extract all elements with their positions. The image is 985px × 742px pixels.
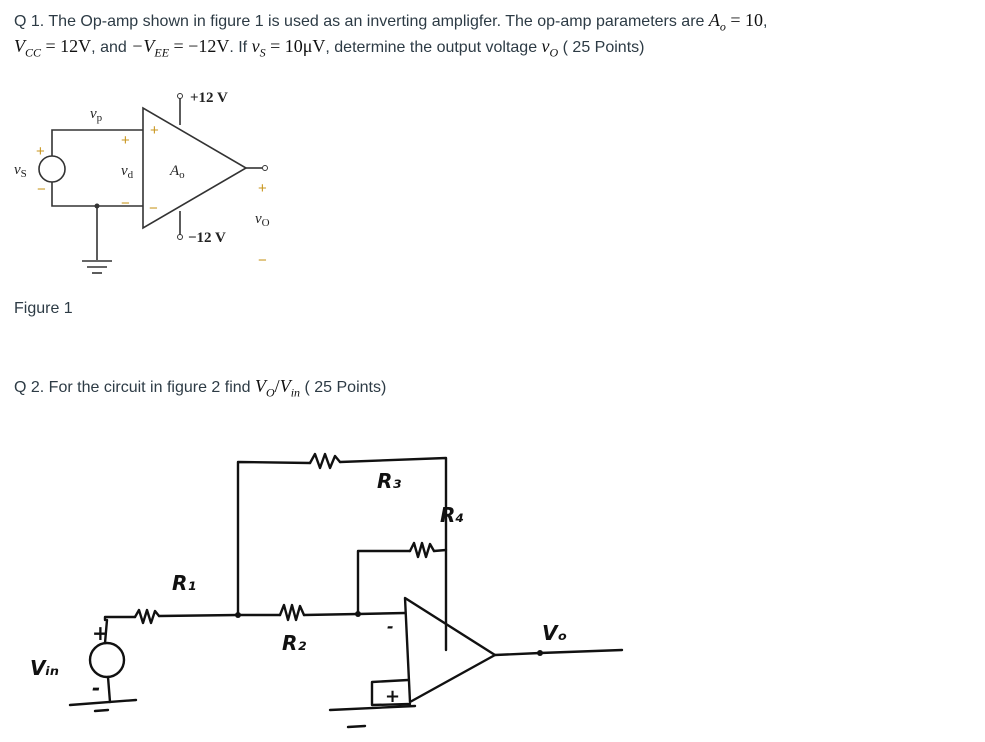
svg-text:+: + — [150, 122, 159, 139]
question-2: Q 2. For the circuit in figure 2 find VO… — [14, 376, 386, 401]
vo-symbol: vO — [541, 36, 559, 60]
question-1-line-1: Q 1. The Op-amp shown in figure 1 is use… — [14, 10, 767, 35]
svg-text:-: - — [92, 676, 100, 700]
and-text: , and — [91, 39, 132, 56]
svg-text:Vᵢₙ: Vᵢₙ — [30, 656, 59, 680]
svg-text:-: - — [387, 617, 394, 636]
figure-1-circuit: +12 V −12 V vp vd vS vO Ao + − + − + − +… — [14, 90, 270, 274]
vee-param: −VEE = −12V — [131, 36, 230, 60]
op-amp-icon — [142, 106, 248, 230]
svg-text:+12 V: +12 V — [190, 90, 228, 106]
svg-text:−: − — [121, 195, 130, 212]
svg-text:R₃: R₃ — [377, 469, 401, 493]
svg-text:Vₒ: Vₒ — [542, 621, 567, 645]
determine-text: , determine the output voltage — [325, 39, 542, 56]
vs-param: vS = 10μV — [251, 36, 326, 60]
q1-text: Q 1. The Op-amp shown in figure 1 is use… — [14, 13, 709, 30]
svg-text:vd: vd — [121, 163, 134, 181]
q2-points: ( 25 Points) — [300, 379, 387, 396]
figure-2-circuit: R₃ R₄ R₁ R₂ Vₒ Vᵢₙ + - - + — [30, 452, 624, 729]
q1-comma: , — [763, 13, 768, 30]
svg-text:−: − — [149, 200, 158, 217]
transfer-ratio: VO/Vin — [255, 376, 301, 400]
svg-text:−12 V: −12 V — [188, 230, 226, 246]
svg-text:vp: vp — [90, 106, 103, 124]
svg-text:R₂: R₂ — [282, 631, 306, 655]
vcc-param: VCC = 12V — [14, 36, 92, 60]
resistor-r2-icon — [278, 603, 306, 622]
resistor-r3-icon — [308, 452, 342, 470]
svg-text:vS: vS — [14, 162, 27, 180]
svg-text:R₁: R₁ — [172, 571, 196, 595]
q1-points: ( 25 Points) — [558, 39, 645, 56]
svg-text:+: + — [258, 180, 267, 197]
if-text: . If — [229, 39, 252, 56]
svg-text:+: + — [385, 686, 400, 707]
figure-1-caption: Figure 1 — [14, 300, 73, 317]
resistor-r1-icon — [133, 608, 161, 625]
svg-text:+: + — [121, 132, 130, 149]
svg-text:+: + — [92, 621, 109, 645]
svg-text:vO: vO — [255, 211, 270, 229]
svg-text:Ao: Ao — [169, 163, 185, 181]
svg-text:−: − — [37, 181, 46, 198]
resistor-r4-icon — [408, 541, 436, 559]
op-amp-icon — [403, 596, 497, 704]
ao-param: Ao = 10 — [708, 10, 764, 34]
voltage-source-icon — [88, 641, 126, 679]
svg-text:+: + — [36, 143, 45, 160]
question-1-line-2: VCC = 12V, and −VEE = −12V. If vS = 10μV… — [14, 36, 644, 61]
svg-text:−: − — [258, 252, 267, 269]
q2-text: Q 2. For the circuit in figure 2 find — [14, 379, 255, 396]
svg-text:R₄: R₄ — [440, 503, 464, 527]
